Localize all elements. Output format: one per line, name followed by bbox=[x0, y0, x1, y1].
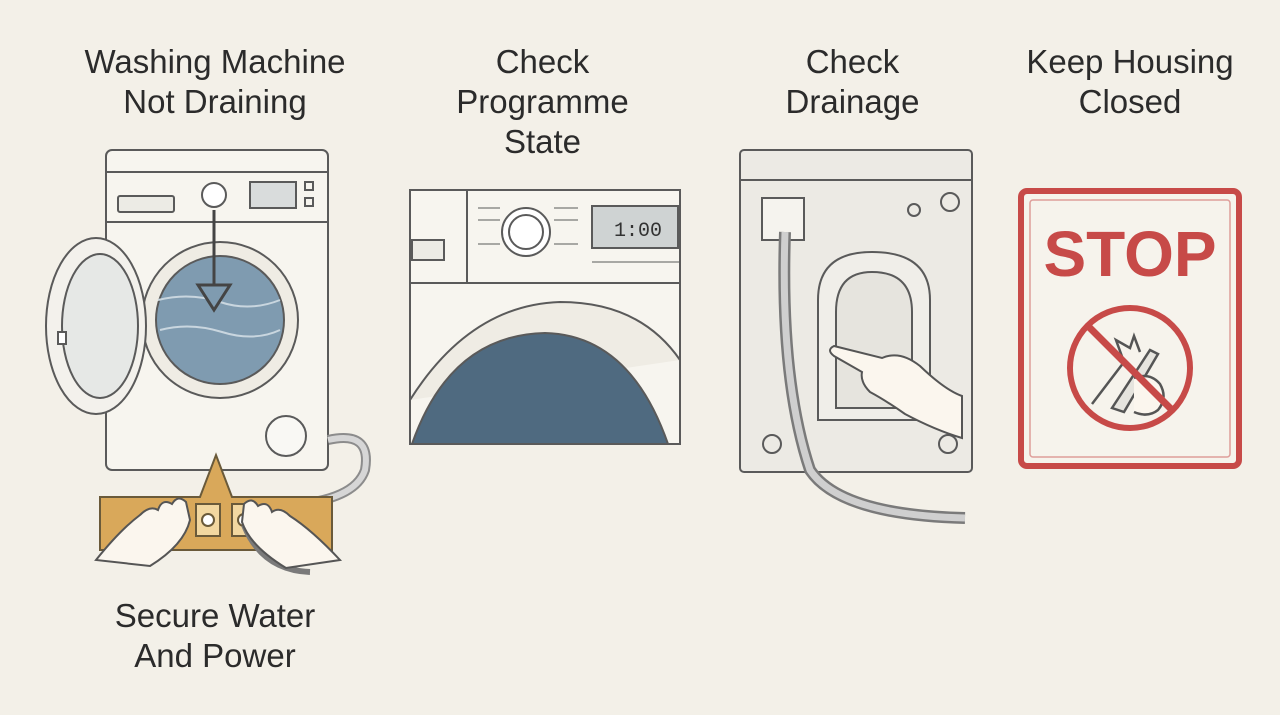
machine-open-door bbox=[45, 149, 371, 510]
stop-sign-text: STOP bbox=[1043, 218, 1216, 290]
programme-panel bbox=[409, 189, 681, 445]
step-4-title: Keep Housing Closed bbox=[1026, 43, 1234, 120]
step-2-title: Check Programme State bbox=[456, 43, 629, 160]
arrow-down-icon bbox=[195, 210, 233, 313]
substep-title: Secure Water And Power bbox=[114, 597, 316, 674]
step-3-title: Check Drainage bbox=[785, 43, 920, 120]
pointing-hand-icon bbox=[829, 344, 963, 440]
no-tools-icon bbox=[1067, 305, 1193, 431]
hand-icon bbox=[94, 497, 343, 570]
display-time: 1:00 bbox=[614, 220, 662, 243]
machine-back bbox=[739, 149, 973, 524]
step-1-title: Washing Machine Not Draining bbox=[84, 43, 346, 120]
